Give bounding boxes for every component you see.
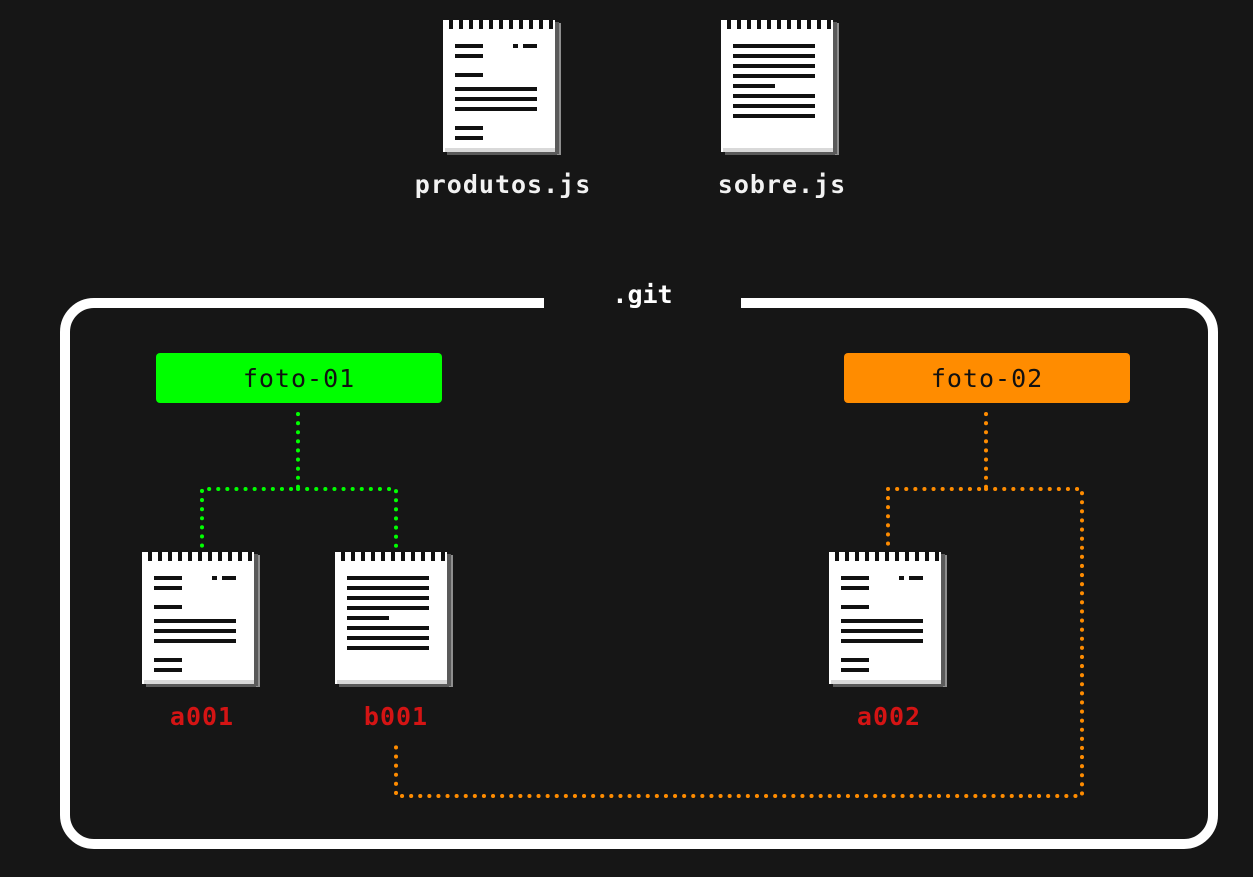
object-icon-b001[interactable] xyxy=(335,550,455,690)
frame-title-gap xyxy=(544,290,741,314)
connector-foto01 xyxy=(200,412,300,550)
file-label-sobre: sobre.js xyxy=(717,170,847,199)
object-hash-a002: a002 xyxy=(856,702,922,731)
document-icon xyxy=(829,552,947,687)
connector-foto02 xyxy=(886,412,988,550)
connector-foto01-b001 xyxy=(296,487,398,550)
object-icon-a002[interactable] xyxy=(829,550,949,690)
file-label-produtos: produtos.js xyxy=(414,170,592,199)
snapshot-foto-01[interactable]: foto-01 xyxy=(156,353,442,403)
snapshot-label: foto-02 xyxy=(930,363,1044,393)
snapshot-foto-02[interactable]: foto-02 xyxy=(844,353,1130,403)
document-icon xyxy=(142,552,260,687)
connector-foto02-b001 xyxy=(394,487,1084,798)
object-hash-a001: a001 xyxy=(169,702,235,731)
document-icon xyxy=(335,552,453,687)
snapshot-label: foto-01 xyxy=(242,363,356,393)
object-hash-b001: b001 xyxy=(363,702,429,731)
git-title: .git xyxy=(612,280,673,309)
object-icon-a001[interactable] xyxy=(142,550,262,690)
